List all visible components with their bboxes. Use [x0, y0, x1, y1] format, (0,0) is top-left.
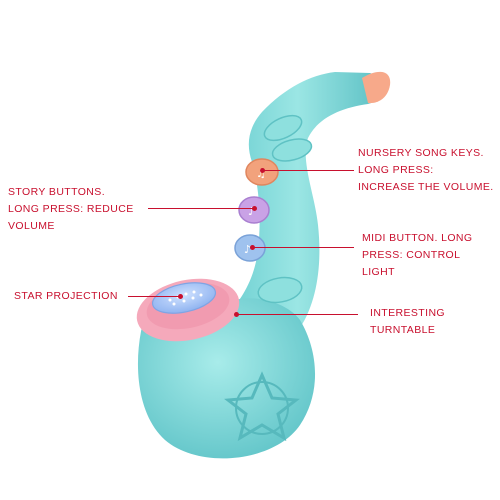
star-projection-label: STAR PROJECTION	[14, 288, 134, 305]
nursery-lead-line	[262, 170, 354, 171]
nursery-line-1: NURSERY SONG KEYS.	[358, 147, 484, 159]
turntable-lead-line	[236, 314, 358, 315]
star-lead-dot	[178, 294, 183, 299]
story-line-2: LONG PRESS: REDUCE	[8, 203, 134, 215]
nursery-line-2: LONG PRESS:	[358, 164, 434, 176]
star-line-1: STAR PROJECTION	[14, 290, 118, 302]
interesting-turntable-label: INTERESTING TURNTABLE	[370, 305, 490, 339]
turntable-line-1: INTERESTING	[370, 307, 445, 319]
midi-lead-line	[252, 247, 354, 248]
bell-ring-decoration	[235, 381, 289, 435]
svg-text:♫: ♫	[256, 167, 266, 180]
midi-lead-dot	[250, 245, 255, 250]
turntable-lead-dot	[234, 312, 239, 317]
bell-star-decoration	[224, 371, 300, 442]
midi-line-3: LIGHT	[362, 266, 395, 278]
story-lead-line	[148, 208, 254, 209]
nursery-song-keys-label: NURSERY SONG KEYS. LONG PRESS: INCREASE …	[358, 145, 498, 196]
svg-text:♪: ♪	[248, 205, 255, 218]
projector-dots	[168, 290, 203, 306]
story-buttons-label: STORY BUTTONS. LONG PRESS: REDUCE VOLUME	[8, 184, 148, 235]
story-line-1: STORY BUTTONS.	[8, 186, 106, 198]
svg-text:♪: ♪	[244, 243, 251, 256]
mouthpiece	[362, 71, 391, 104]
turntable-line-2: TURNTABLE	[370, 324, 436, 336]
midi-line-2: PRESS: CONTROL	[362, 249, 461, 261]
story-lead-dot	[252, 206, 257, 211]
story-line-3: VOLUME	[8, 220, 55, 232]
midi-line-1: MIDI BUTTON. LONG	[362, 232, 473, 244]
nursery-line-3: INCREASE THE VOLUME.	[358, 181, 494, 193]
midi-button-label: MIDI BUTTON. LONG PRESS: CONTROL LIGHT	[362, 230, 498, 281]
nursery-lead-dot	[260, 168, 265, 173]
star-projector	[151, 282, 217, 314]
star-lead-line	[128, 296, 180, 297]
